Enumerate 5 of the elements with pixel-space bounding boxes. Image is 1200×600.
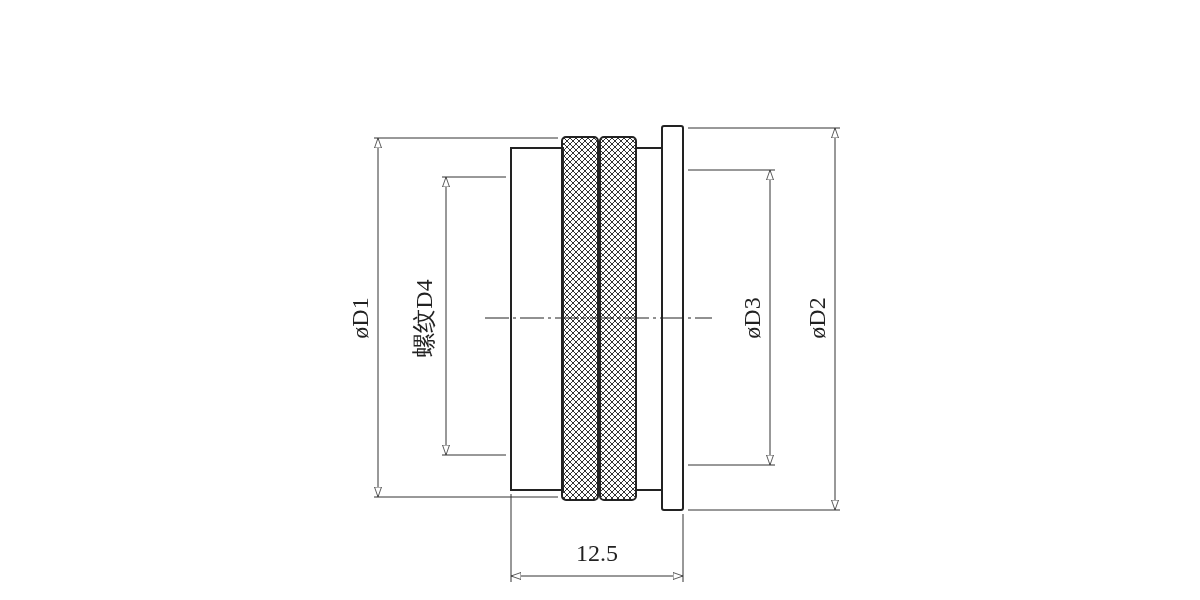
dimension-label: 12.5 <box>576 541 618 565</box>
dimension-label: øD2 <box>805 297 829 339</box>
dimension-label: øD3 <box>740 297 764 339</box>
dimension-label: øD1 <box>348 297 372 339</box>
dimension-label: 螺纹D4 <box>412 279 436 357</box>
